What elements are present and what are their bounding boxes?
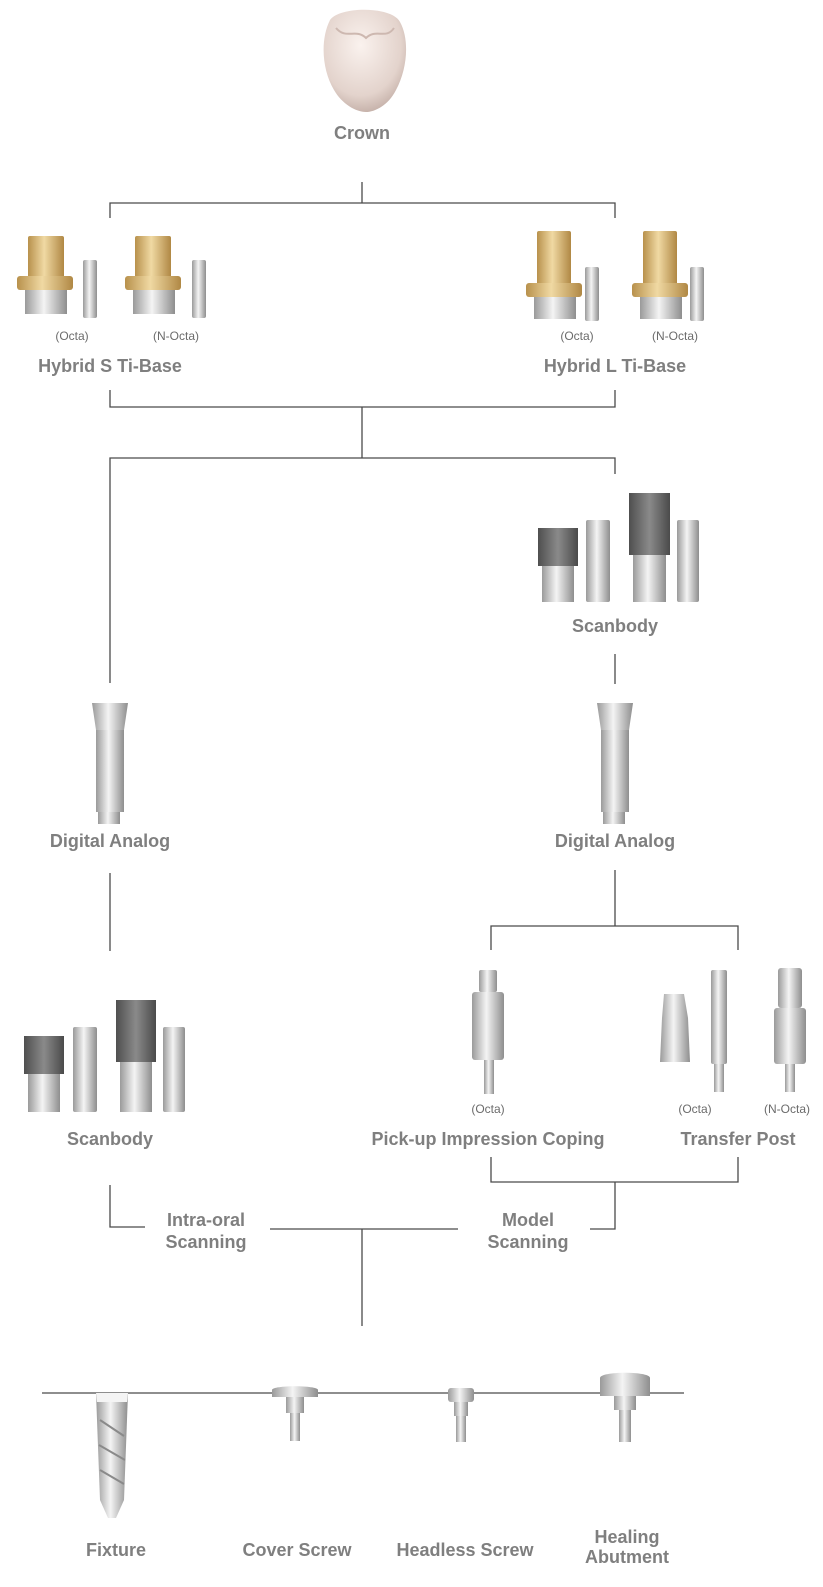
hybrid-l-octa-image — [526, 231, 599, 321]
hybrid-s-n-octa-label: (N-Octa) — [153, 329, 199, 343]
crown-image — [323, 9, 407, 113]
digital-analog-right-label: Digital Analog — [555, 831, 675, 851]
intraoral-scanning-label-line1: Intra-oral — [167, 1210, 245, 1230]
pickup-impression-coping-image — [472, 970, 504, 1094]
hybrid-s-n-octa-image — [125, 236, 206, 318]
headless-screw-label: Headless Screw — [396, 1540, 534, 1560]
healing-abutment-image — [600, 1372, 650, 1442]
hybrid-l-n-octa-label: (N-Octa) — [652, 329, 698, 343]
crown-label: Crown — [334, 123, 390, 143]
scanbody-left-image — [24, 1000, 185, 1112]
transfer-post-octa-label: (Octa) — [678, 1102, 711, 1116]
pickup-octa-label: (Octa) — [471, 1102, 504, 1116]
healing-abutment-label-line1: Healing — [594, 1527, 659, 1547]
healing-abutment-label-line2: Abutment — [585, 1547, 669, 1567]
transfer-post-label: Transfer Post — [680, 1129, 795, 1149]
hybrid-s-ti-base-label: Hybrid S Ti-Base — [38, 356, 182, 376]
model-scanning-label-line1: Model — [502, 1210, 554, 1230]
pickup-impression-coping-label: Pick-up Impression Coping — [371, 1129, 604, 1149]
scanbody-right-image — [538, 493, 699, 602]
digital-analog-left-label: Digital Analog — [50, 831, 170, 851]
digital-analog-right-image — [597, 703, 633, 824]
fixture-image — [96, 1393, 128, 1518]
model-scanning-label-line2: Scanning — [487, 1232, 568, 1252]
cover-screw-label: Cover Screw — [242, 1540, 352, 1560]
headless-screw-image — [448, 1388, 474, 1442]
hybrid-l-n-octa-image — [632, 231, 704, 321]
fixture-label: Fixture — [86, 1540, 146, 1560]
scanbody-right-label: Scanbody — [572, 616, 658, 636]
connector-lines — [42, 182, 739, 1394]
hybrid-s-octa-label: (Octa) — [55, 329, 88, 343]
transfer-post-n-octa-label: (N-Octa) — [764, 1102, 810, 1116]
hybrid-l-ti-base-label: Hybrid L Ti-Base — [544, 356, 686, 376]
intraoral-scanning-label-line2: Scanning — [165, 1232, 246, 1252]
cover-screw-image — [272, 1386, 318, 1441]
scanbody-left-label: Scanbody — [67, 1129, 153, 1149]
hybrid-l-octa-label: (Octa) — [560, 329, 593, 343]
digital-analog-left-image — [92, 703, 128, 824]
hybrid-s-octa-image — [17, 236, 97, 318]
transfer-post-image — [660, 968, 806, 1092]
